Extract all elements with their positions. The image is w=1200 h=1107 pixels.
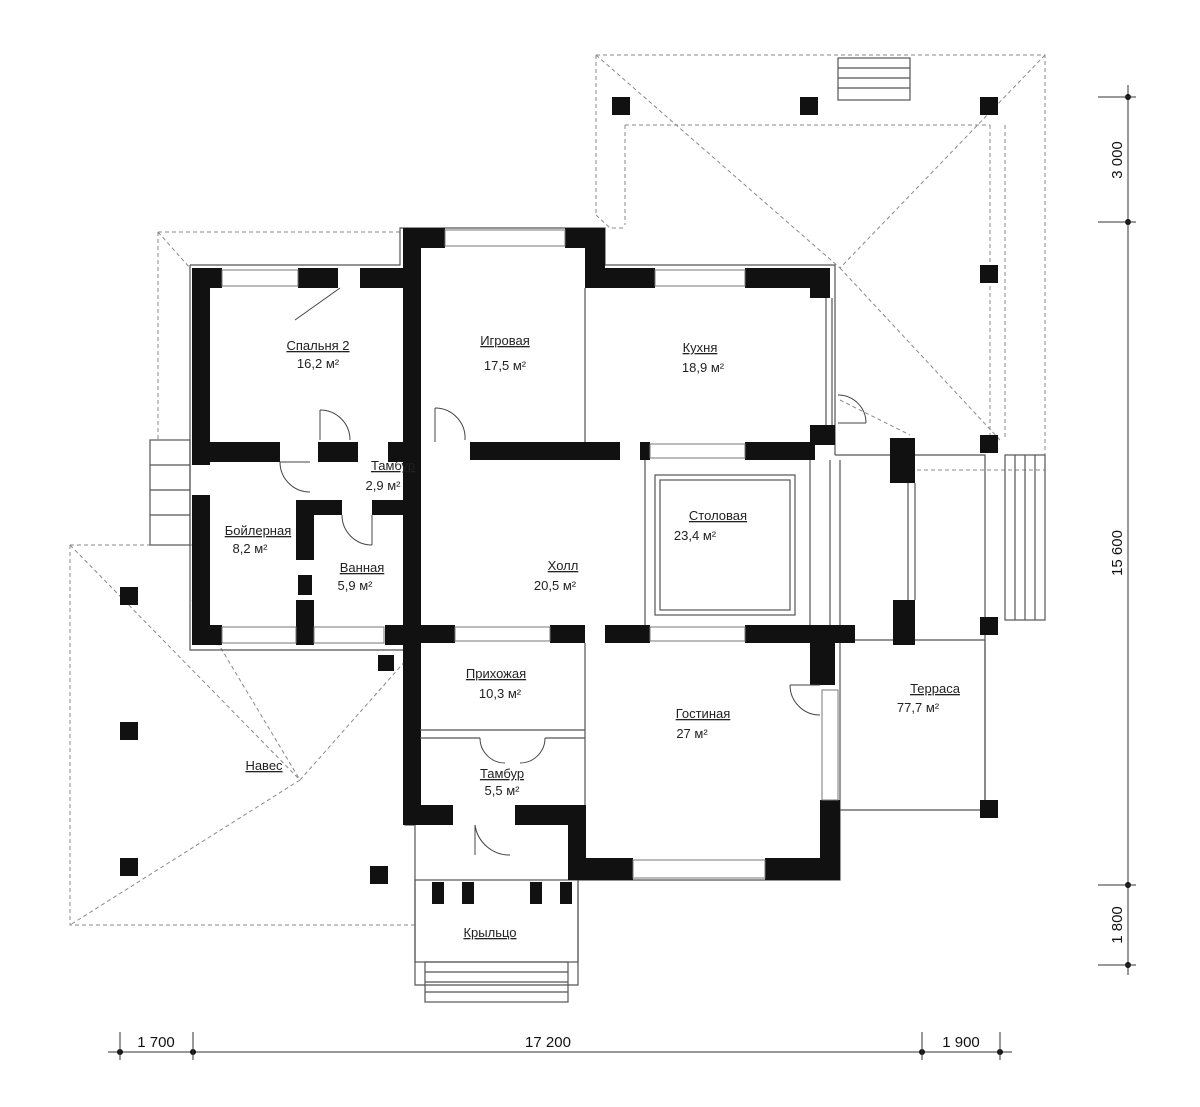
room-name-vestibule1: Тамбур: [371, 458, 415, 473]
room-area-boiler: 8,2 м²: [233, 541, 269, 556]
room-area-living: 27 м²: [676, 726, 708, 741]
room-name-bedroom2: Спальня 2: [286, 338, 349, 353]
room-name-boiler: Бойлерная: [225, 523, 292, 538]
room-name-bathroom: Ванная: [340, 560, 385, 575]
dimension-lines: 1 700 17 200 1 900 3 000 15 600 1 800: [108, 85, 1136, 1060]
partitions: [420, 288, 916, 805]
room-name-kitchen: Кухня: [683, 340, 718, 355]
room-area-vestibule2: 5,5 м²: [485, 783, 521, 798]
room-area-dining: 23,4 м²: [674, 528, 717, 543]
room-name-hall: Холл: [548, 558, 579, 573]
room-area-terrace: 77,7 м²: [897, 700, 940, 715]
room-area-hall: 20,5 м²: [534, 578, 577, 593]
dim-right-3: 1 800: [1109, 906, 1126, 944]
columns: [120, 97, 998, 904]
room-area-playroom: 17,5 м²: [484, 358, 527, 373]
dim-bottom-2: 17 200: [525, 1034, 571, 1051]
dim-bottom-1: 1 700: [137, 1034, 175, 1051]
room-name-canopy: Навес: [245, 758, 283, 773]
room-area-kitchen: 18,9 м²: [682, 360, 725, 375]
walls: [192, 228, 915, 880]
room-area-bedroom2: 16,2 м²: [297, 356, 340, 371]
dim-right-1: 3 000: [1109, 141, 1126, 179]
room-name-dining: Столовая: [689, 508, 747, 523]
dim-right-2: 15 600: [1109, 530, 1126, 576]
room-name-terrace: Терраса: [910, 681, 961, 696]
windows: [221, 229, 839, 879]
doors: [279, 287, 867, 856]
room-area-entrance: 10,3 м²: [479, 686, 522, 701]
room-area-bathroom: 5,9 м²: [338, 578, 374, 593]
room-area-vestibule1: 2,9 м²: [366, 478, 402, 493]
room-labels: Спальня 2 16,2 м² Игровая 17,5 м² Кухня …: [225, 333, 961, 940]
room-name-playroom: Игровая: [480, 333, 530, 348]
room-name-porch: Крыльцо: [463, 925, 516, 940]
room-name-living: Гостиная: [676, 706, 731, 721]
roof-outlines: [69, 54, 1046, 926]
dim-bottom-3: 1 900: [942, 1034, 980, 1051]
room-name-vestibule2: Тамбур: [480, 766, 524, 781]
room-name-entrance: Прихожая: [466, 666, 526, 681]
